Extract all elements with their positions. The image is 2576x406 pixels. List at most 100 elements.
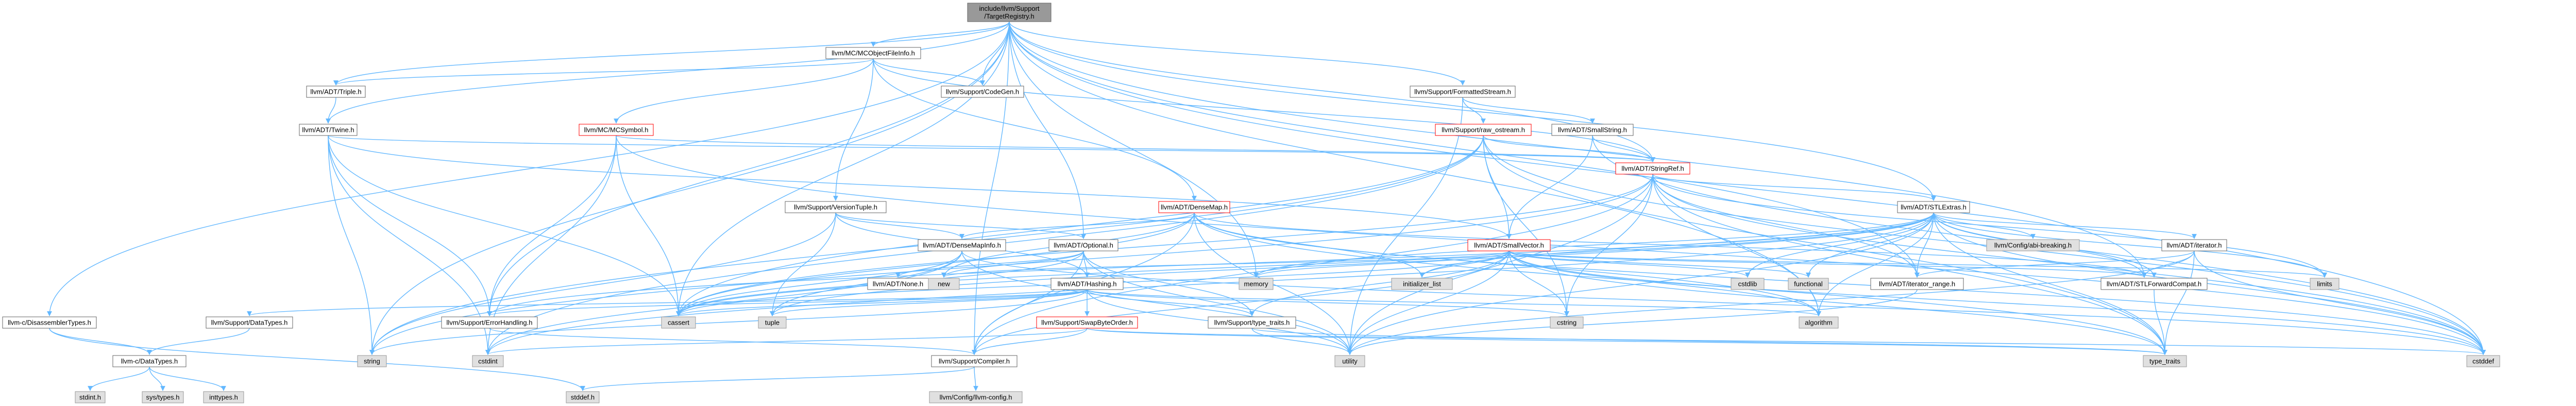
node-versiontuple[interactable]: llvm/Support/VersionTuple.h xyxy=(785,201,887,213)
node-cassert-label: cassert xyxy=(668,319,689,327)
node-cassert: cassert xyxy=(661,316,696,329)
node-hashing[interactable]: llvm/ADT/Hashing.h xyxy=(1050,278,1124,290)
node-smallvector[interactable]: llvm/ADT/SmallVector.h xyxy=(1467,239,1551,251)
edge-densemap-to-densemapinfo xyxy=(959,212,1195,239)
node-datatypes-label: llvm/Support/DataTypes.h xyxy=(211,319,288,327)
node-limits-box xyxy=(2310,278,2340,290)
node-fmtstream-box xyxy=(1410,86,1516,98)
edge-root-to-triple xyxy=(333,21,1010,86)
edge-mcobjfile-to-densemap xyxy=(873,58,1197,201)
edge-twine-to-cassert xyxy=(328,135,681,316)
node-smallvector-label: llvm/ADT/SmallVector.h xyxy=(1474,242,1544,249)
edge-stlextras-to-utility xyxy=(1347,212,1934,355)
edge-densemapinfo-to-cstdint xyxy=(485,250,962,355)
node-stddef-label: stddef.h xyxy=(571,394,595,401)
node-limits: limits xyxy=(2310,278,2340,290)
node-densemap[interactable]: llvm/ADT/DenseMap.h xyxy=(1158,201,1230,213)
node-triple-label: llvm/ADT/Triple.h xyxy=(310,88,361,96)
edge-cdatatypes-to-inttypes xyxy=(149,366,226,391)
node-triple[interactable]: llvm/ADT/Triple.h xyxy=(306,86,366,98)
node-limits-label: limits xyxy=(2317,280,2332,288)
edge-disasm-to-cdatatypes xyxy=(49,328,152,355)
node-versiontuple-box xyxy=(785,201,887,213)
node-cdatatypes-box xyxy=(112,355,187,367)
edge-stlfwd-to-type_traits xyxy=(2154,289,2167,355)
edge-cdatatypes-to-systypes xyxy=(149,366,165,391)
edge-densemapinfo-to-tuple xyxy=(770,250,962,316)
edge-rawostream-to-cstring xyxy=(1483,135,1569,316)
edge-hashing-to-cassert xyxy=(676,289,1088,316)
edge-compiler-to-llvmconfig xyxy=(973,366,978,391)
node-codegen[interactable]: llvm/Support/CodeGen.h xyxy=(941,86,1024,98)
node-initlist-box xyxy=(1391,278,1453,290)
node-root[interactable]: include/llvm/Support/TargetRegistry.h xyxy=(967,3,1052,22)
edge-stlextras-to-tuple xyxy=(770,212,1934,316)
edge-fmtstream-to-rawostream xyxy=(1462,97,1486,124)
node-stlfwd[interactable]: llvm/ADT/STLForwardCompat.h xyxy=(2100,278,2208,290)
node-densemapinfo[interactable]: llvm/ADT/DenseMapInfo.h xyxy=(918,239,1006,251)
node-mcobjfile[interactable]: llvm/MC/MCObjectFileInfo.h xyxy=(825,47,921,59)
edge-stlextras-to-functional xyxy=(1806,212,1934,278)
node-optional[interactable]: llvm/ADT/Optional.h xyxy=(1048,239,1118,251)
edge-swapbyte-to-cstddef xyxy=(1087,328,2485,355)
node-errhandling[interactable]: llvm/Support/ErrorHandling.h xyxy=(441,316,538,329)
node-cfgabi-label: llvm/Config/abi-breaking.h xyxy=(1994,242,2072,249)
node-densemapinfo-label: llvm/ADT/DenseMapInfo.h xyxy=(923,242,1001,249)
node-datatypes[interactable]: llvm/Support/DataTypes.h xyxy=(206,316,293,329)
node-tuple-box xyxy=(758,316,787,329)
node-compiler[interactable]: llvm/Support/Compiler.h xyxy=(931,355,1018,367)
node-mcsymbol[interactable]: llvm/MC/MCSymbol.h xyxy=(579,124,654,136)
node-twine-box xyxy=(299,124,358,136)
node-inttypes-box xyxy=(203,391,244,403)
node-utility-box xyxy=(1334,355,1365,367)
node-stringref[interactable]: llvm/ADT/StringRef.h xyxy=(1615,162,1690,175)
edge-mcobjfile-to-mcsymbol xyxy=(614,58,874,124)
edge-mcsymbol-to-stringref xyxy=(616,135,1655,162)
node-cdatatypes[interactable]: llvm-c/DataTypes.h xyxy=(112,355,187,367)
node-adtiterator[interactable]: llvm/ADT/iterator.h xyxy=(2161,239,2227,251)
node-fmtstream[interactable]: llvm/Support/FormattedStream.h xyxy=(1410,86,1516,98)
node-mcobjfile-box xyxy=(825,47,921,59)
node-cstdlib: cstdlib xyxy=(1731,278,1765,290)
node-stlextras-box xyxy=(1897,201,1970,213)
node-stlfwd-label: llvm/ADT/STLForwardCompat.h xyxy=(2107,280,2201,288)
edge-mcsymbol-to-cassert xyxy=(616,135,681,316)
edge-root-to-memory xyxy=(1009,21,1259,278)
edge-stringref-to-algorithm xyxy=(1652,174,1821,316)
node-iterrange[interactable]: llvm/ADT/iterator_range.h xyxy=(1870,278,1964,290)
node-typetraits[interactable]: llvm/Support/type_traits.h xyxy=(1208,316,1296,329)
node-cstddef-box xyxy=(2466,355,2500,367)
edge-stlextras-to-cstdlib xyxy=(1745,212,1934,278)
node-cfgabi: llvm/Config/abi-breaking.h xyxy=(1986,239,2080,251)
node-datatypes-box xyxy=(206,316,293,329)
node-compiler-box xyxy=(931,355,1018,367)
edge-root-to-iterrange xyxy=(1009,21,1920,278)
node-stlextras[interactable]: llvm/ADT/STLExtras.h xyxy=(1897,201,1970,213)
edge-root-to-cstddef xyxy=(1009,21,2486,355)
edge-hashing-to-algorithm xyxy=(1087,289,1821,316)
edge-compiler-to-stddef xyxy=(580,366,975,391)
node-cstdlib-box xyxy=(1731,278,1765,290)
node-cstdint: cstdint xyxy=(472,355,504,367)
node-rawostream[interactable]: llvm/Support/raw_ostream.h xyxy=(1435,124,1532,136)
edge-smallstring-to-smallvector xyxy=(1506,135,1593,239)
node-functional-label: functional xyxy=(1794,280,1823,288)
node-disasm[interactable]: llvm-c/DisassemblerTypes.h xyxy=(2,316,97,329)
node-swapbyte-box xyxy=(1036,316,1138,329)
node-twine[interactable]: llvm/ADT/Twine.h xyxy=(299,124,358,136)
node-swapbyte-label: llvm/Support/SwapByteOrder.h xyxy=(1041,319,1133,327)
node-none[interactable]: llvm/ADT/None.h xyxy=(867,278,929,290)
edge-rawostream-to-stringref xyxy=(1483,135,1655,162)
node-stdint-box xyxy=(75,391,106,403)
node-algorithm-box xyxy=(1799,316,1839,329)
node-smallstring[interactable]: llvm/ADT/SmallString.h xyxy=(1551,124,1634,136)
node-algorithm-label: algorithm xyxy=(1805,319,1832,327)
edge-adtiterator-to-type_traits xyxy=(2162,250,2195,355)
node-cstdint-box xyxy=(472,355,504,367)
node-fmtstream-label: llvm/Support/FormattedStream.h xyxy=(1414,88,1511,96)
node-swapbyte[interactable]: llvm/Support/SwapByteOrder.h xyxy=(1036,316,1138,329)
node-inttypes-label: inttypes.h xyxy=(209,394,238,401)
edge-cdatatypes-to-stdint xyxy=(88,366,150,391)
edge-typetraits-to-type_traits xyxy=(1251,328,2167,355)
edge-smallvector-to-initlist xyxy=(1419,250,1510,278)
